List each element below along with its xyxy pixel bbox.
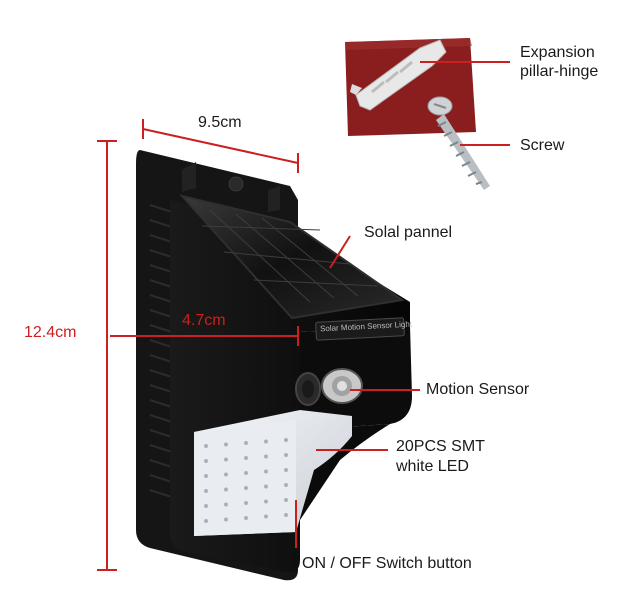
logo-strip xyxy=(315,317,405,341)
led-dot xyxy=(204,489,208,493)
led-dot xyxy=(224,457,228,462)
led-dot xyxy=(264,514,268,519)
led-dot xyxy=(204,504,208,508)
led-dot xyxy=(264,499,268,504)
screw-label: Screw xyxy=(520,137,565,154)
expansion-label-line2: pillar-hinge xyxy=(520,63,599,80)
led-dot xyxy=(264,469,268,474)
mounting-board xyxy=(345,38,476,136)
led-dot xyxy=(284,483,288,487)
led-label-line2: white LED xyxy=(396,458,469,475)
led-dot xyxy=(224,442,228,447)
expansion-pillar-hinge xyxy=(350,39,447,111)
led-dot xyxy=(284,498,288,502)
screw xyxy=(427,96,490,190)
width-label: 9.5cm xyxy=(198,114,242,131)
led-dot xyxy=(204,459,208,463)
depth-label: 4.7cm xyxy=(182,312,226,329)
led-dot xyxy=(224,517,228,522)
led-dot xyxy=(224,472,228,477)
led-dot xyxy=(244,456,248,460)
led-dot xyxy=(224,502,228,507)
height-label: 12.4cm xyxy=(24,324,77,341)
led-dot xyxy=(264,454,268,459)
led-dot xyxy=(284,438,288,442)
led-dot xyxy=(284,513,288,517)
led-dot xyxy=(264,439,268,444)
led-dot xyxy=(284,468,288,472)
motion-sensor xyxy=(321,368,363,404)
height-dimension xyxy=(97,140,117,571)
led-dot xyxy=(204,474,208,478)
led-dot xyxy=(204,519,208,523)
led-dot xyxy=(224,487,228,492)
width-dimension xyxy=(142,119,299,173)
led-dot xyxy=(244,501,248,505)
solar-panel xyxy=(179,194,405,320)
led-dot xyxy=(264,484,268,489)
led-panel xyxy=(194,410,352,536)
led-dot xyxy=(244,486,248,490)
led-dot xyxy=(244,471,248,475)
led-dot xyxy=(244,441,248,445)
solar-panel-label: Solal pannel xyxy=(364,224,453,241)
motion-sensor-label: Motion Sensor xyxy=(426,381,530,398)
led-label-line1: 20PCS SMT xyxy=(396,438,485,455)
depth-dimension xyxy=(110,326,299,346)
on-off-switch xyxy=(295,372,321,406)
led-dot xyxy=(204,444,208,448)
expansion-label-line1: Expansion xyxy=(520,44,595,61)
leader-lines xyxy=(295,61,510,548)
switch-label: ON / OFF Switch button xyxy=(302,555,472,572)
led-dot xyxy=(244,516,248,520)
led-dot xyxy=(284,453,288,457)
